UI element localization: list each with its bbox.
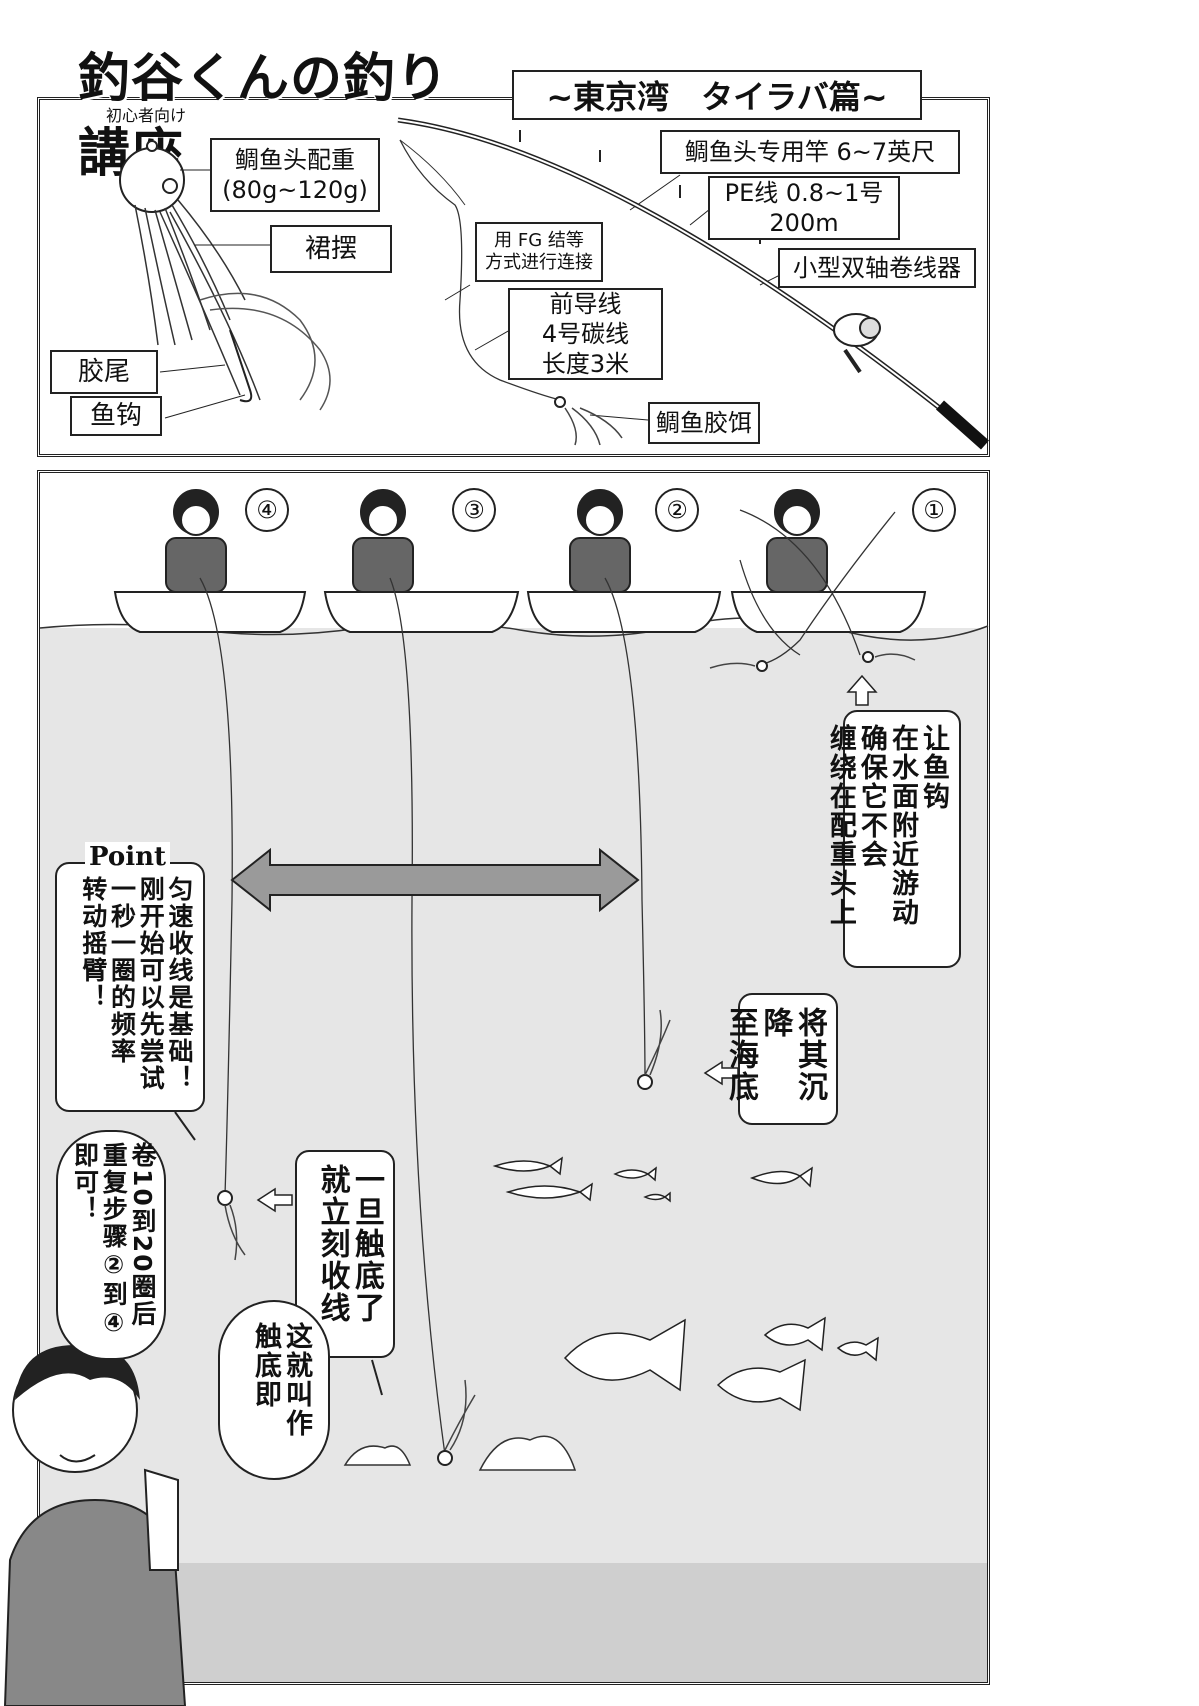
- tail-label: 胶尾: [50, 350, 158, 394]
- rod-icon: [397, 117, 989, 450]
- double-arrow-icon: [230, 847, 640, 913]
- step-number-3: ③: [452, 488, 496, 532]
- line-label: PE线 0.8~1号 200m: [708, 176, 900, 240]
- step-number-1: ①: [912, 488, 956, 532]
- guide-character-icon: [3, 1344, 187, 1706]
- bottom-panel: [37, 470, 990, 1685]
- note-sink: 将其沉降 至海底: [723, 993, 838, 1125]
- boat-icons: [113, 591, 927, 633]
- note-repeat: 卷10到20圈后 重复步骤②到④ 即可！: [56, 1130, 166, 1360]
- lure-icons: [217, 651, 874, 1466]
- tackle-illustration: [119, 117, 989, 450]
- fish-icons: [492, 1156, 879, 1412]
- tail-icon: [199, 292, 331, 411]
- jig-head-label: 鲷鱼头配重 (80g~120g): [210, 138, 380, 212]
- hook-icon: [229, 329, 253, 403]
- step-number-4: ④: [245, 488, 289, 532]
- note-point: 匀速收线是基础！ 刚开始可以先尝试 一秒一圈的频率 转动摇臂！: [55, 862, 205, 1112]
- up-arrow-icon: [846, 674, 878, 706]
- episode-title-text: ~東京湾 タイラバ篇~: [546, 78, 888, 116]
- lure-label: 鲷鱼胶饵: [648, 402, 760, 444]
- knot-label: 用 FG 结等 方式进行连接: [475, 222, 603, 282]
- left-arrow-icon: [256, 1187, 293, 1213]
- leader-line: [399, 139, 561, 401]
- rod-label: 鲷鱼头专用竿 6~7英尺: [660, 130, 960, 174]
- episode-title: ~東京湾 タイラバ篇~: [512, 70, 922, 120]
- point-label: Point: [85, 842, 170, 872]
- sea-floor: [40, 1563, 987, 1682]
- step-number-2: ②: [655, 488, 699, 532]
- speech-bubble: 这就叫作 触底即: [218, 1300, 330, 1480]
- skirt-icon: [134, 199, 261, 401]
- hook-label: 鱼钩: [70, 396, 162, 436]
- skirt-label: 裙摆: [270, 225, 392, 273]
- note-near-surface: 让鱼钩 在水面附近游动 确保它不会 缠绕在配重头上: [825, 710, 961, 968]
- logo-subtext: 初心者向け: [106, 106, 187, 125]
- angler-figures: [165, 489, 828, 593]
- sea-water: [40, 628, 987, 1682]
- leader-label: 前导线 4号碳线 长度3米: [508, 288, 663, 380]
- fishing-lines: [199, 509, 896, 1456]
- logo-text: 釣谷くんの釣り講座: [78, 48, 450, 184]
- reel-label: 小型双轴卷线器: [778, 248, 976, 288]
- series-logo: 釣谷くんの釣り講座 初心者向け: [78, 30, 498, 184]
- reel-icon: [833, 313, 881, 374]
